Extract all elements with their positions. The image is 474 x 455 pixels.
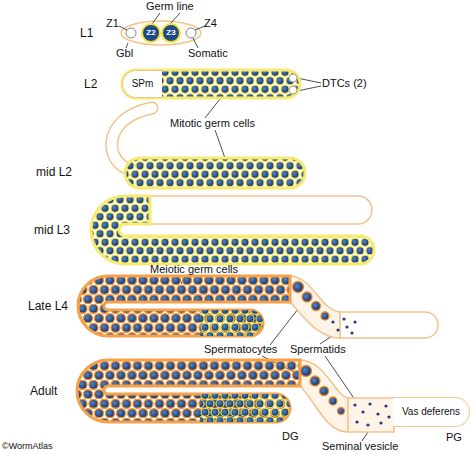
- vas-deferens-tube: Vas deferens: [393, 397, 470, 427]
- annotation-label: Z4: [204, 17, 217, 30]
- annotation-label: Spermatocytes: [204, 343, 277, 356]
- spermatid: [345, 325, 348, 328]
- spermatocyte: [293, 282, 304, 293]
- annotation-label: PG: [446, 431, 462, 444]
- spermatocytes: [293, 282, 330, 321]
- late-l4-gonad: [78, 276, 290, 336]
- spermatid: [342, 317, 345, 320]
- spermatid: [361, 410, 364, 413]
- spermatid: [366, 423, 369, 426]
- leader-line: [195, 26, 205, 30]
- spermatids: [331, 317, 356, 334]
- spermatocyte: [310, 376, 320, 386]
- germline-cell: Z2: [141, 23, 161, 43]
- leader-line: [205, 99, 220, 118]
- spermatocyte: [338, 408, 345, 415]
- annotation-label: ©WormAtlas: [2, 441, 52, 452]
- spermatid: [368, 402, 371, 405]
- seminal-vesicle: [348, 398, 394, 432]
- l2-gonad: [122, 70, 300, 98]
- z1-cell: [126, 28, 136, 38]
- spermatocyte: [302, 292, 312, 302]
- vas-deferens-tube: [340, 312, 438, 338]
- annotation-label: Adult: [30, 384, 57, 398]
- annotation-label: DTCs (2): [322, 77, 367, 90]
- proximal-tube: [290, 276, 340, 338]
- proximal-tube: [300, 360, 348, 432]
- adult-gonad: [77, 360, 300, 422]
- spermatocyte: [301, 366, 312, 377]
- leader-line: [362, 432, 368, 441]
- spermatid: [331, 320, 334, 323]
- l1-gonad: [121, 21, 201, 45]
- mitotic-zone: [200, 310, 263, 336]
- spermatids: [353, 402, 390, 426]
- spermatocyte: [320, 387, 329, 396]
- node-label: Z2: [146, 28, 155, 38]
- dtc-cell: [289, 74, 297, 82]
- somatic-region: SPm: [122, 70, 162, 98]
- germline-cell: Z3: [161, 23, 181, 43]
- mid-l3-gonad: [91, 196, 374, 264]
- annotation-label: Gbl: [116, 47, 133, 60]
- annotation-label: Mitotic germ cells: [170, 117, 255, 130]
- spermatid: [353, 320, 356, 323]
- spermatid: [336, 328, 339, 331]
- annotation-label: DG: [282, 430, 299, 443]
- spermatid: [353, 403, 356, 406]
- annotation-label: Somatic: [188, 47, 228, 60]
- node-label: SPm: [132, 78, 154, 90]
- spermatocyte: [312, 302, 321, 311]
- leader-line: [193, 38, 198, 48]
- mitotic-zone: [200, 394, 290, 422]
- spermatid: [376, 412, 379, 415]
- annotation-label: Spermatids: [290, 343, 346, 356]
- annotation-label: L1: [80, 26, 93, 40]
- spermatocyte: [329, 397, 337, 405]
- annotation-label: Seminal vesicle: [322, 440, 398, 453]
- leader-line: [215, 130, 225, 158]
- spermatid: [379, 421, 382, 424]
- annotation-label: L2: [84, 77, 97, 91]
- somatic-arm: [150, 196, 372, 224]
- spermatid: [384, 404, 387, 407]
- mid-l2-gonad: [125, 158, 305, 188]
- z4-cell: [186, 28, 196, 38]
- annotation-label: Germ line: [146, 0, 194, 13]
- annotation-label: mid L2: [36, 165, 72, 179]
- node-label: Z3: [166, 28, 175, 38]
- spermatid: [350, 331, 353, 334]
- annotation-label: Meiotic germ cells: [150, 263, 238, 276]
- spermatocyte: [321, 312, 329, 320]
- spermatid: [355, 420, 358, 423]
- node-label: Vas deferens: [402, 406, 460, 418]
- dtc-cell: [289, 86, 297, 94]
- spermatid: [387, 415, 390, 418]
- spermatocytes: [301, 366, 345, 415]
- annotation-label: Z1: [106, 17, 119, 30]
- annotation-label: Late L4: [28, 299, 68, 313]
- annotation-label: mid L3: [34, 223, 70, 237]
- leader-line: [119, 26, 127, 30]
